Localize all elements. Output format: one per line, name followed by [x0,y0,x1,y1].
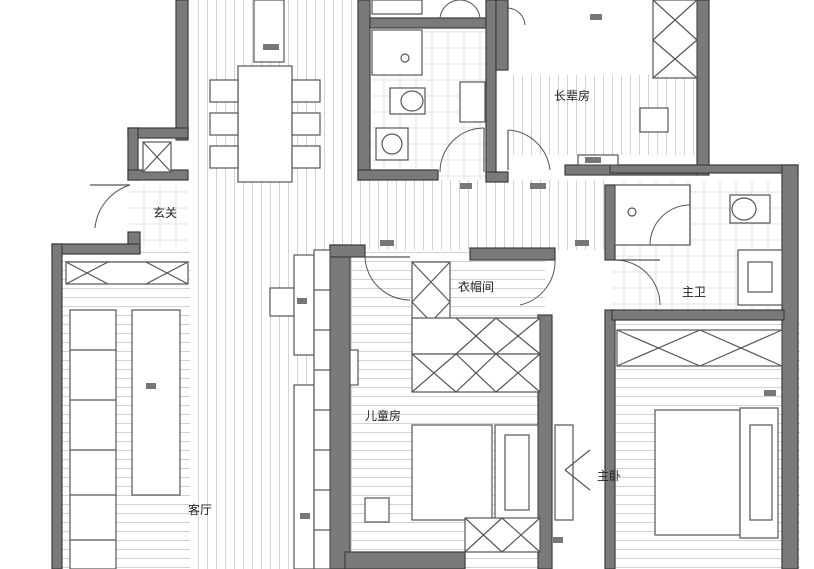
shower-door-swing [649,204,691,246]
wall-segment [611,309,785,321]
bathroom-left [371,0,486,173]
sofa [69,309,117,569]
wall-segment [51,243,63,569]
guest-bath-label: 主卫 [682,285,706,299]
desk [639,107,669,133]
entrance-label: 玄关 [153,205,177,220]
washing-machine [375,127,409,161]
wardrobe [464,517,541,553]
study-label: 长辈房 [554,88,590,103]
chair [291,112,321,136]
annotation-mark [764,390,776,396]
kids-door-swing [364,256,411,301]
kids-room: 儿童房 [349,349,541,553]
vanity [737,249,783,306]
master-label: 主卧 [597,469,621,483]
bed [654,409,741,536]
wall-segment [696,0,710,176]
tv-cabinet [293,384,315,569]
annotation-marks [146,14,776,543]
annotation-mark [460,183,472,189]
wall-segment [369,17,491,29]
wall-segment [329,244,351,569]
chair [209,112,239,136]
chair [209,79,239,103]
chair [209,145,239,169]
master-bedroom: 主卧 [554,329,783,539]
bathroom-right: 主卫 [614,184,783,306]
study-door-swing [507,129,551,171]
annotation-mark [553,537,563,543]
annotation-mark [297,298,307,304]
closet-door-swing [519,259,556,306]
wall-segment [604,184,616,261]
annotation-mark [590,14,602,20]
entrance-door-swing [94,184,131,229]
sink-basin [747,261,773,293]
door-swing [459,0,481,19]
wall-segment [357,169,439,181]
drain-icon [627,207,637,217]
hall-floor [360,180,610,250]
wall-segment [51,243,141,255]
cabinet [65,261,189,285]
chair [291,79,321,103]
desk [364,497,390,523]
walls [51,0,799,569]
wall-segment [469,247,556,261]
bath-door-swing [439,127,485,173]
chair [291,145,321,169]
sink [459,81,486,123]
wall-segment [329,244,366,258]
bath-door-swing [614,259,661,306]
shower [614,184,691,246]
annotation-mark [530,183,546,189]
wall-segment [175,0,189,141]
wardrobe [652,0,698,79]
wall-segment [485,0,497,181]
wall-segment [495,0,509,71]
kitchen-counter [253,0,285,63]
annotation-mark [575,240,589,246]
bed [411,424,493,521]
wall-segment [604,309,616,569]
wardrobe [616,329,783,367]
cabinet [371,0,423,15]
toilet-bowl-icon [731,197,757,221]
wall-segment [357,0,371,181]
entrance-area: 玄关 [90,141,177,229]
wall-segment [609,164,799,174]
tv-cabinet [293,254,315,356]
wall-segment [781,164,799,569]
toilet-bowl-icon [400,90,424,112]
study-door-swing-top [507,7,526,26]
wall-segment [485,171,509,183]
shower [371,29,423,76]
living-label: 客厅 [188,502,212,517]
closet-room: 衣帽间 [411,261,541,393]
kids-label: 儿童房 [365,408,401,423]
annotation-mark [146,383,156,389]
hall-doors [364,256,661,306]
door-swing [439,0,461,19]
dining-table [237,65,293,183]
annotation-mark [263,44,279,50]
coffee-table [131,309,181,496]
closet-label: 衣帽间 [458,279,494,294]
nightstand [494,424,539,521]
wall-segment [344,551,466,569]
tv-cabinet [554,424,574,521]
drain-icon [400,53,410,63]
annotation-mark [300,513,310,519]
living-area: 客厅 [65,249,331,569]
annotation-mark [585,157,601,163]
wall-shelf [349,349,359,386]
annotation-mark [380,240,394,246]
dining-area [209,0,321,183]
washer-drum-icon [381,133,403,155]
